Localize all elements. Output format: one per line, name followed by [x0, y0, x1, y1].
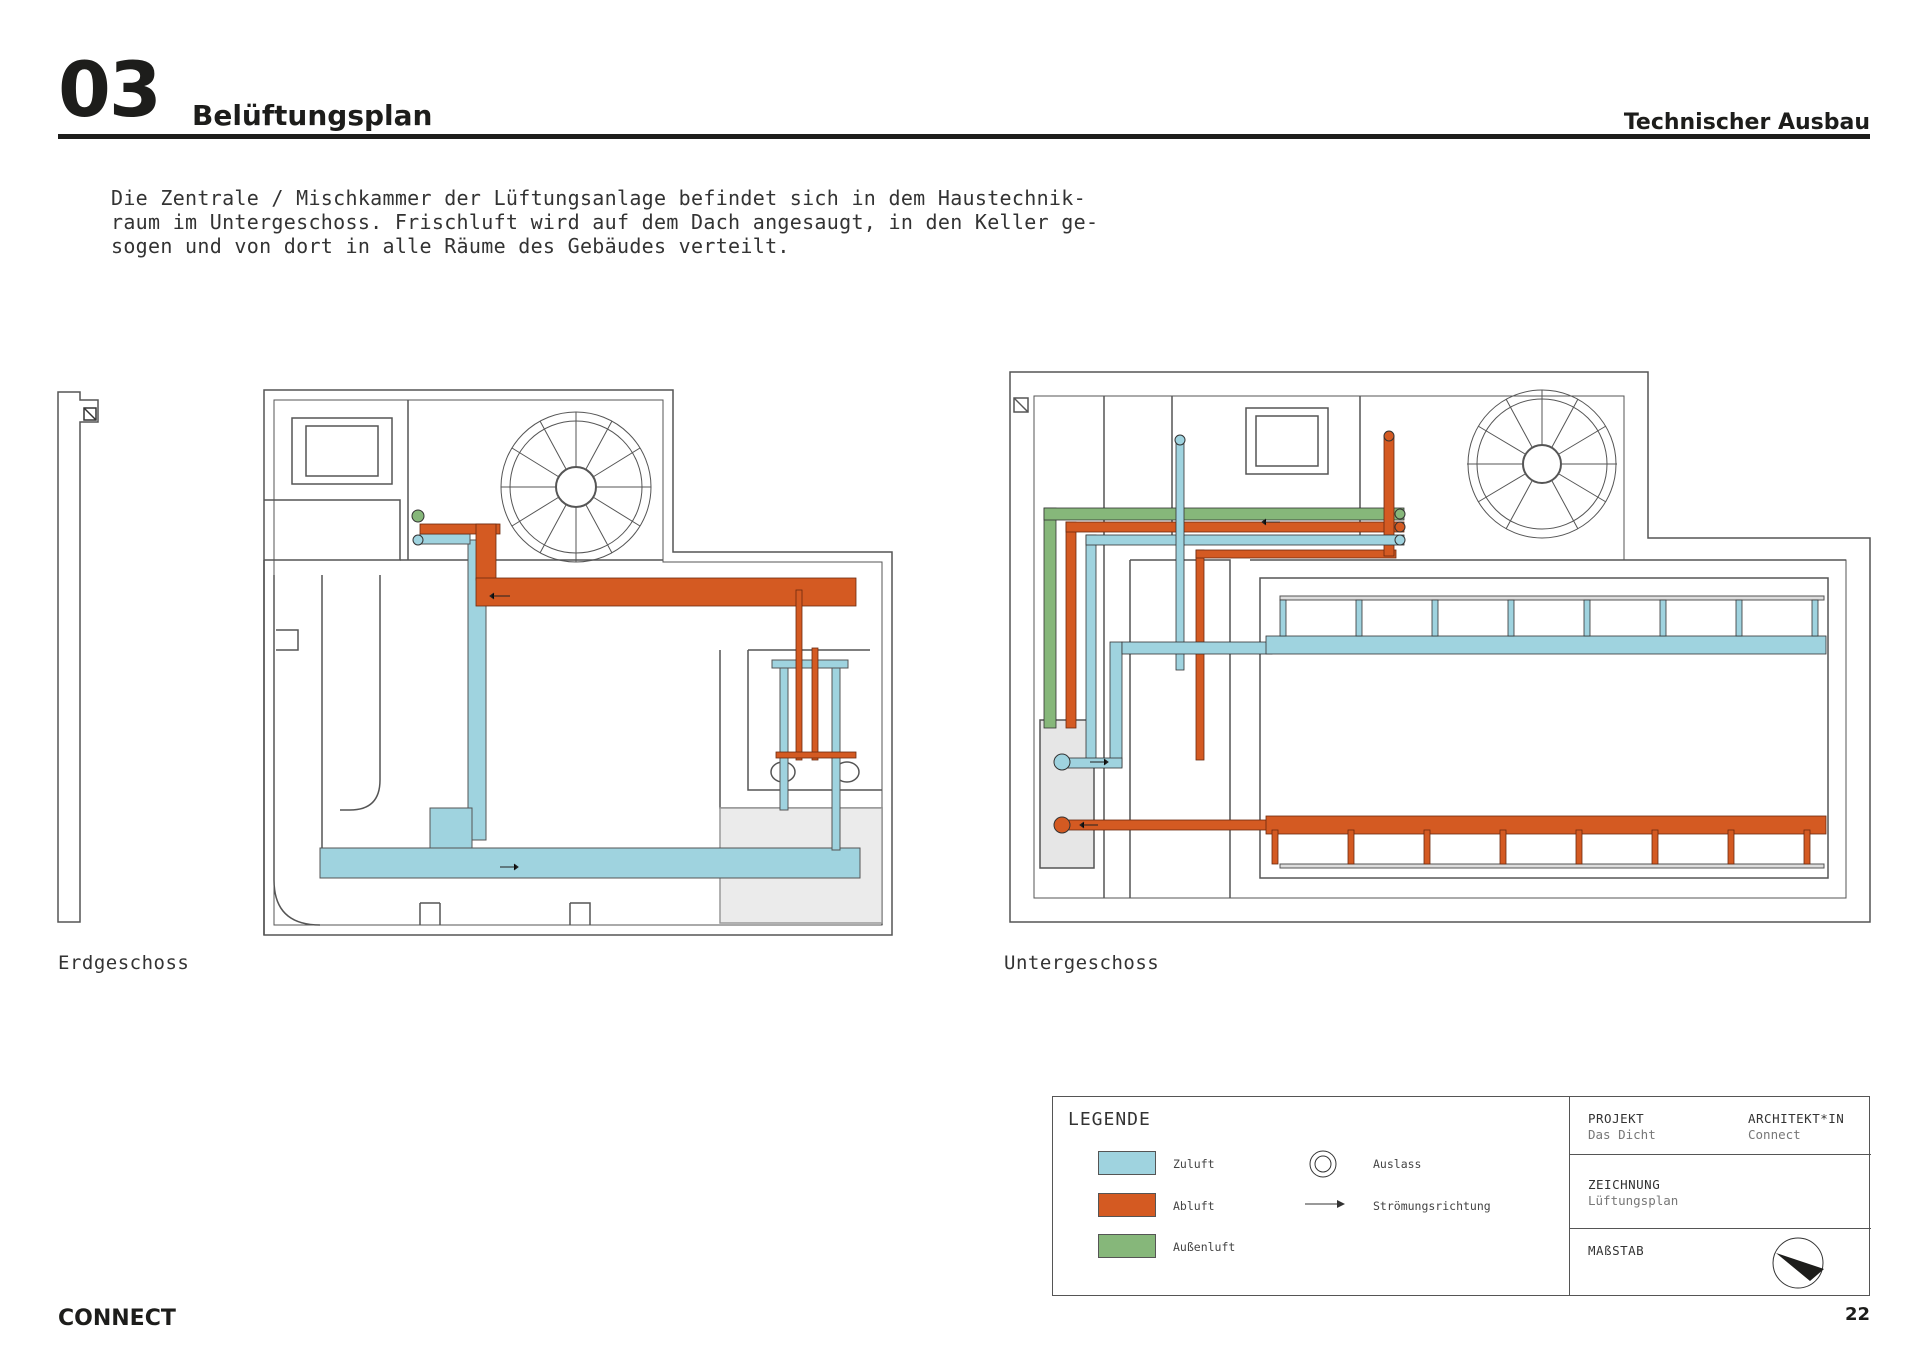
ground-floor-label: Erdgeschoss	[58, 952, 190, 974]
auslass-icon	[1309, 1150, 1337, 1178]
architekt-label: ARCHITEKT*IN	[1748, 1111, 1845, 1126]
intro-line: Die Zentrale / Mischkammer der Lüftungsa…	[111, 186, 1086, 210]
flow-arrow-icon	[1305, 1200, 1345, 1208]
zeichnung-label: ZEICHNUNG	[1588, 1177, 1661, 1192]
brand-logo: CONNECT	[58, 1306, 176, 1331]
architekt-value: Connect	[1748, 1127, 1801, 1142]
title-block-project: PROJEKT Das Dicht ARCHITEKT*IN Connect	[1570, 1097, 1871, 1155]
aussenluft-swatch	[1098, 1234, 1156, 1258]
basement-label: Untergeschoss	[1004, 952, 1160, 974]
intro-line: raum im Untergeschoss. Frischluft wird a…	[111, 210, 1099, 234]
basement-plan	[1009, 371, 1871, 923]
auslass-label: Auslass	[1373, 1157, 1422, 1171]
intro-text: Die Zentrale / Mischkammer der Lüftungsa…	[111, 186, 1111, 258]
zuluft-swatch	[1098, 1151, 1156, 1175]
title-block-drawing: ZEICHNUNG Lüftungsplan	[1570, 1155, 1871, 1229]
title-block-scale: MAßSTAB	[1570, 1229, 1871, 1295]
page-number: 22	[1844, 1304, 1870, 1325]
abluft-swatch	[1098, 1193, 1156, 1217]
zuluft-label: Zuluft	[1173, 1157, 1215, 1171]
abluft-label: Abluft	[1173, 1199, 1215, 1213]
chapter-number: 03	[58, 45, 162, 134]
legend: LEGENDE Zuluft Abluft Außenluft Auslass …	[1053, 1097, 1570, 1295]
chapter-title: Belüftungsplan	[192, 99, 433, 132]
legend-title-block: LEGENDE Zuluft Abluft Außenluft Auslass …	[1052, 1096, 1871, 1296]
aussenluft-label: Außenluft	[1173, 1240, 1236, 1254]
stroemung-label: Strömungsrichtung	[1373, 1199, 1491, 1213]
ground-floor-plan	[57, 389, 893, 936]
north-arrow-icon	[1772, 1237, 1824, 1289]
section-label: Technischer Ausbau	[1623, 110, 1870, 135]
zeichnung-value: Lüftungsplan	[1588, 1193, 1679, 1208]
legend-title: LEGENDE	[1068, 1109, 1151, 1130]
header-rule	[58, 134, 1870, 139]
projekt-label: PROJEKT	[1588, 1111, 1645, 1126]
projekt-value: Das Dicht	[1588, 1127, 1656, 1142]
intro-line: sogen und von dort in alle Räume des Geb…	[111, 234, 790, 258]
massstab-label: MAßSTAB	[1588, 1243, 1645, 1258]
